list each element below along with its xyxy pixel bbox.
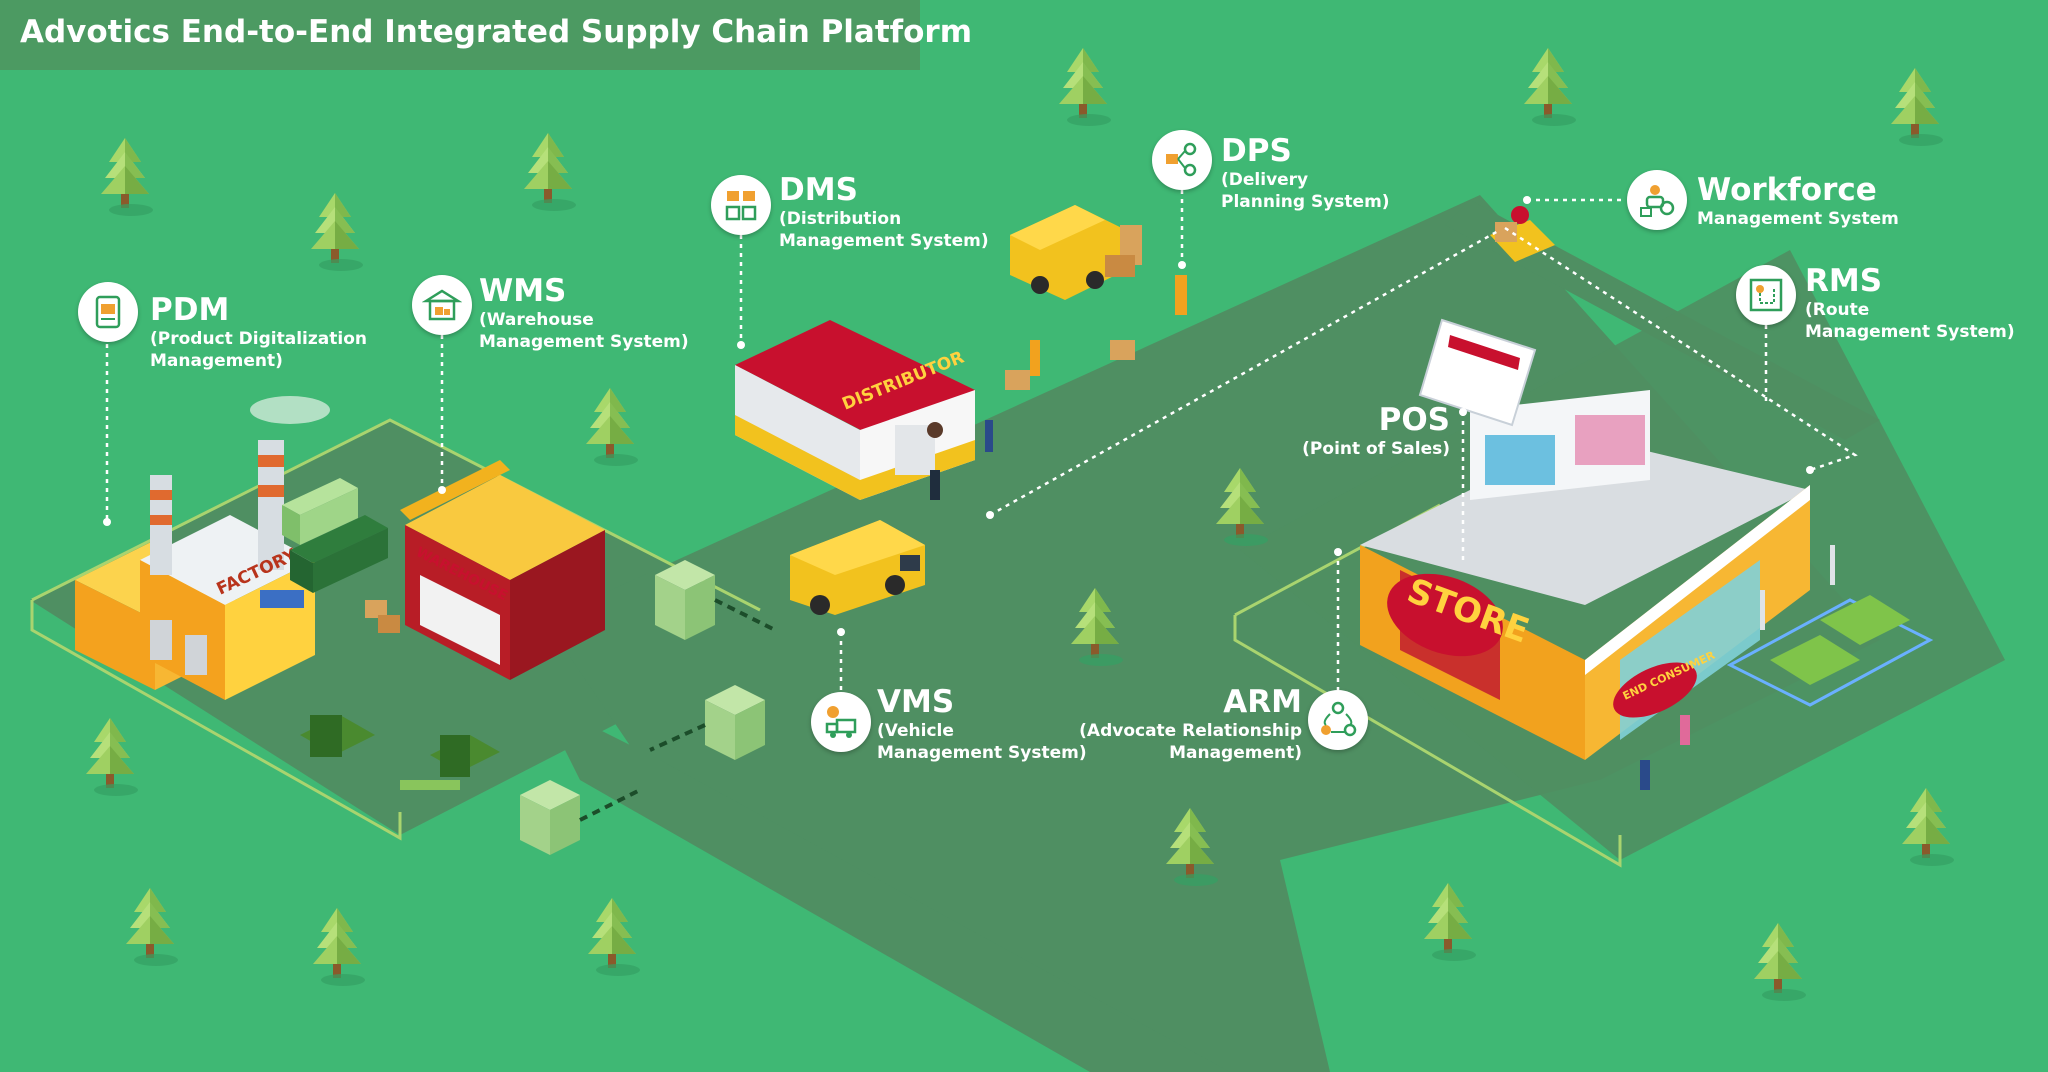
dps-label: DPS (Delivery Planning System) [1221, 133, 1390, 213]
vms-desc: (Vehicle Management System) [877, 721, 1087, 763]
scooter [1490, 206, 1555, 262]
store-building: STORE END CONSUMER [1360, 390, 1810, 790]
dms-desc: (Distribution Management System) [779, 209, 989, 251]
rms-label: RMS (Route Management System) [1805, 263, 2015, 343]
vms-icon [811, 692, 871, 752]
pos-label: POS (Point of Sales) [1300, 402, 1450, 460]
pdm-code: PDM [150, 292, 230, 328]
page-title: Advotics End-to-End Integrated Supply Ch… [20, 14, 973, 50]
dps-desc: (Delivery Planning System) [1221, 170, 1390, 212]
workforce-label: Workforce Management System [1697, 172, 1899, 230]
rms-icon [1736, 265, 1796, 325]
rms-desc: (Route Management System) [1805, 300, 2015, 342]
workforce-icon [1627, 170, 1687, 230]
rms-code: RMS [1805, 263, 1883, 299]
workforce-desc: Management System [1697, 209, 1899, 229]
arm-code: ARM [1223, 684, 1302, 720]
containers [282, 478, 388, 593]
dps-icon [1152, 130, 1212, 190]
factory-building: FACTORY [75, 396, 330, 700]
pdm-label: PDM (Product Digitalization Management) [150, 292, 367, 372]
dms-icon [711, 175, 771, 235]
arm-label: ARM (Advocate Relationship Management) [1040, 684, 1302, 764]
guard-booths [520, 560, 776, 855]
pos-desc: (Point of Sales) [1302, 439, 1450, 459]
workforce-code: Workforce [1697, 172, 1877, 208]
wms-desc: (Warehouse Management System) [479, 310, 689, 352]
leader-lines [105, 190, 1768, 700]
wms-code: WMS [479, 273, 567, 309]
delivery-vans [790, 205, 1142, 615]
parking-area [1726, 545, 1934, 707]
wms-label: WMS (Warehouse Management System) [479, 273, 689, 353]
leader-dots [103, 196, 1814, 636]
pdm-desc: (Product Digitalization Management) [150, 329, 367, 371]
dps-code: DPS [1221, 133, 1292, 169]
forklifts [300, 715, 500, 790]
distributor-building: DISTRIBUTOR [735, 320, 993, 500]
title-bar: Advotics End-to-End Integrated Supply Ch… [0, 0, 972, 70]
dms-label: DMS (Distribution Management System) [779, 172, 989, 252]
pdm-icon [78, 282, 138, 342]
workers-and-boxes [1005, 275, 1187, 390]
dms-code: DMS [779, 172, 858, 208]
pos-code: POS [1378, 402, 1450, 438]
arm-icon [1308, 690, 1368, 750]
warehouse-building: WAREHOUSE [365, 460, 605, 680]
arm-desc: (Advocate Relationship Management) [1079, 721, 1302, 763]
dotted-routes [989, 198, 1858, 517]
tablet-icon [1418, 318, 1537, 427]
wms-icon [412, 275, 472, 335]
vms-label: VMS (Vehicle Management System) [877, 684, 1087, 764]
vms-code: VMS [877, 684, 955, 720]
